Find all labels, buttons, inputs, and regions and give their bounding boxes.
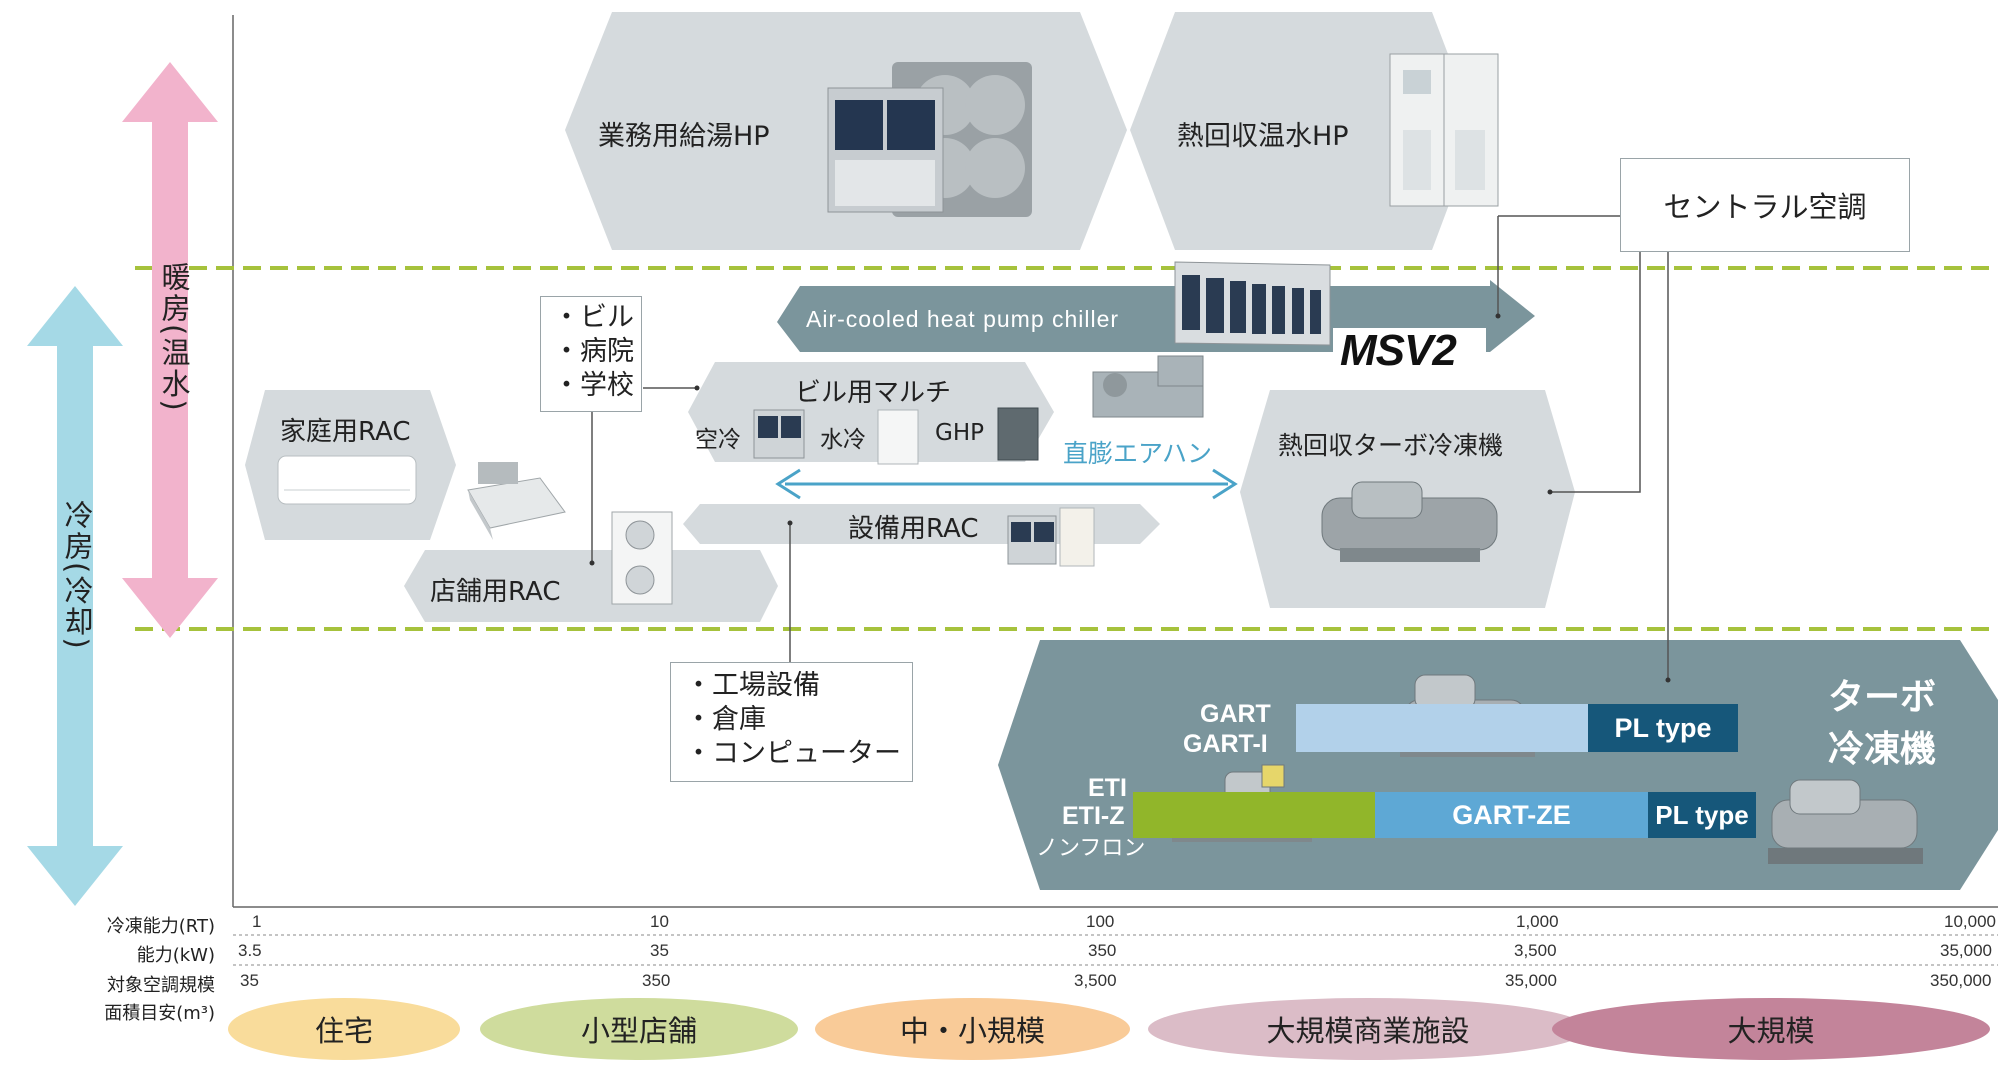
gart-label-1: GART xyxy=(1200,700,1271,728)
callout-building: ・ビル xyxy=(553,302,634,333)
building-multi-water-label: 水冷 xyxy=(820,427,866,453)
chiller-label: Air-cooled heat pump chiller xyxy=(806,306,1120,332)
category-large: 大規模 xyxy=(1552,998,1990,1060)
water-cooled-multi-image xyxy=(877,409,919,465)
category-small-store: 小型店舗 xyxy=(480,998,798,1060)
home-rac-label: 家庭用RAC xyxy=(280,417,411,447)
kw-tick: 350 xyxy=(1088,941,1117,960)
gart-label-2: GART-I xyxy=(1183,730,1268,758)
central-to-turbo-line xyxy=(1550,252,1641,493)
facility-rac-image xyxy=(1007,507,1095,567)
kw-tick: 3,500 xyxy=(1514,941,1557,960)
factory-uses-callout: ・工場設備 ・倉庫 ・コンピューター xyxy=(670,662,913,782)
building-multi-air-label: 空冷 xyxy=(695,427,741,453)
home-rac-image xyxy=(277,455,417,505)
eti-pl-bar: PL type xyxy=(1648,792,1756,838)
kw-row-label: 能力(kW) xyxy=(136,945,215,966)
rt-tick: 10,000 xyxy=(1944,912,1996,931)
callout-computer: ・コンピューター xyxy=(685,738,901,769)
heat-recovery-hp-image xyxy=(1389,53,1499,207)
rt-row-label: 冷凍能力(RT) xyxy=(106,916,215,937)
rt-tick: 1 xyxy=(252,912,262,931)
msv2-logo: MSV2 xyxy=(1340,326,1457,375)
air-cooled-chiller-image xyxy=(1174,261,1331,346)
turbo-chiller-label-1: ターボ xyxy=(1828,677,1937,718)
hot-water-hp-label: 業務用給湯HP xyxy=(598,121,770,152)
heat-recovery-turbo-image xyxy=(1321,481,1498,562)
cooling-label: 冷房(冷却) xyxy=(60,500,94,651)
area-tick: 3,500 xyxy=(1074,971,1117,990)
central-ac-box: セントラル空調 xyxy=(1620,158,1910,252)
rt-tick: 100 xyxy=(1086,912,1115,931)
building-multi-label: ビル用マルチ xyxy=(795,378,952,408)
category-residential: 住宅 xyxy=(228,998,460,1060)
eti-label-2: ETI-Z xyxy=(1062,802,1125,830)
store-rac-image xyxy=(611,511,673,605)
gart-pl-bar: PL type xyxy=(1588,704,1738,752)
eti-range-bar xyxy=(1133,792,1375,838)
category-mid-small: 中・小規模 xyxy=(815,998,1130,1060)
eti-label-3: ノンフロン xyxy=(1036,836,1146,861)
callout-warehouse: ・倉庫 xyxy=(685,704,766,735)
area-tick: 35,000 xyxy=(1505,971,1557,990)
facility-rac-label: 設備用RAC xyxy=(848,514,979,544)
heat-recovery-turbo-label: 熱回収ターボ冷凍機 xyxy=(1278,431,1504,460)
rt-tick: 10 xyxy=(650,912,669,931)
gart-range-bar xyxy=(1296,704,1588,752)
ahu-image xyxy=(1092,355,1204,418)
callout-factory: ・工場設備 xyxy=(685,670,820,701)
kw-tick: 35 xyxy=(650,941,669,960)
heating-arrow xyxy=(122,62,218,638)
area-row-label-2: 面積目安(m³) xyxy=(104,1003,215,1024)
ahu-label: 直膨エアハン xyxy=(1063,439,1213,468)
rt-tick: 1,000 xyxy=(1516,912,1559,931)
area-row-label-1: 対象空調規模 xyxy=(107,975,215,996)
heating-label: 暖房(温水) xyxy=(157,262,191,413)
building-uses-callout: ・ビル ・病院 ・学校 xyxy=(540,296,642,412)
ghp-image xyxy=(997,407,1039,461)
eti-label-1: ETI xyxy=(1088,774,1127,802)
msv2-logo-bg xyxy=(1333,328,1486,378)
kw-tick: 3.5 xyxy=(238,941,262,960)
kw-tick: 35,000 xyxy=(1940,941,1992,960)
ahu-arrowhead-left xyxy=(775,468,801,500)
callout-hospital: ・病院 xyxy=(553,336,634,367)
hot-water-hp-image xyxy=(827,62,1032,217)
turbo-large-machine-image xyxy=(1768,779,1923,864)
gart-ze-bar: GART-ZE xyxy=(1375,792,1648,838)
area-tick: 350 xyxy=(642,971,671,990)
heat-recovery-hp-label: 熱回収温水HP xyxy=(1177,121,1349,152)
store-rac-arrow xyxy=(404,550,778,622)
turbo-chiller-label-2: 冷凍機 xyxy=(1828,729,1937,770)
category-large-commercial: 大規模商業施設 xyxy=(1148,998,1588,1060)
air-cooled-multi-image xyxy=(753,409,805,459)
central-ac-label: セントラル空調 xyxy=(1663,190,1867,224)
cooling-arrow xyxy=(27,286,123,906)
store-rac-label: 店舗用RAC xyxy=(430,577,561,607)
area-tick: 35 xyxy=(240,971,259,990)
callout-school: ・学校 xyxy=(553,370,634,401)
ahu-arrowhead-right xyxy=(1212,468,1238,500)
cassette-unit-image xyxy=(467,462,566,540)
area-tick: 350,000 xyxy=(1930,971,1992,990)
building-multi-ghp-label: GHP xyxy=(935,420,984,446)
